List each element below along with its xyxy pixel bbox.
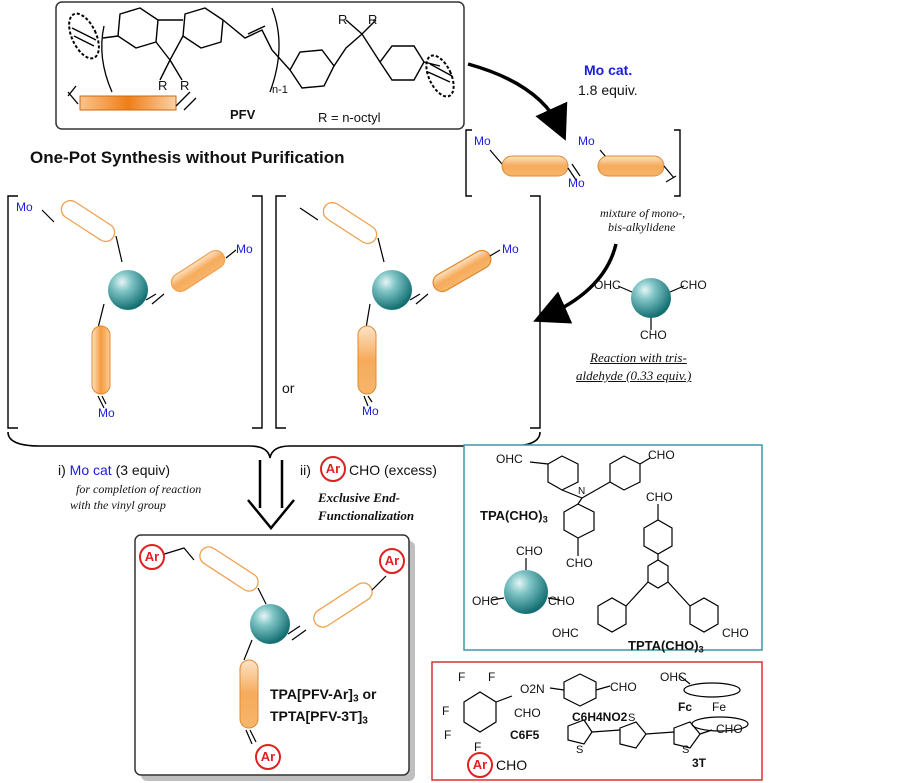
repeat-index: n-1 [272, 84, 288, 96]
mixture-mo-1: Mo [474, 134, 491, 148]
3t-s-3: S [682, 744, 690, 756]
reaction-note-line1: Reaction with tris- [590, 350, 687, 365]
ferrocene-structure [679, 675, 749, 732]
3t-s-1: S [576, 744, 584, 756]
r-label-1: R [158, 78, 168, 93]
fc-fe: Fe [712, 700, 727, 714]
tpa-ohc: OHC [496, 452, 523, 466]
trialdehyde-cho-1: CHO [680, 278, 707, 292]
product-label-1: TPA[PFV-Ar]3 or [270, 686, 377, 705]
step3-i-note2: with the vinyl group [70, 498, 166, 512]
c6f5-label: C6F5 [510, 728, 540, 742]
tpta-ohc-bottom: OHC [552, 626, 579, 640]
trialdehyde-ohc: OHC [594, 278, 621, 292]
nitro-cho: CHO [610, 680, 637, 694]
right-mo-bottom: Mo [362, 404, 379, 418]
c6f5-cho: CHO [514, 706, 541, 720]
scheme-title: One-Pot Synthesis without Purification [30, 148, 345, 167]
step3-ii-reagent: CHO (excess) [349, 462, 437, 478]
vinyl-end-marker-left [68, 12, 100, 60]
r-label-3: R [338, 12, 348, 27]
fc-ohc: OHC [660, 670, 687, 684]
intermediate-right [299, 201, 501, 407]
tpa-cho-2: CHO [566, 556, 593, 570]
reaction-note-line2: aldehyde (0.33 equiv.) [576, 368, 692, 383]
right-mo-right: Mo [502, 242, 519, 256]
step1-reagent: Mo cat. [584, 62, 633, 78]
left-mo-right: Mo [236, 242, 253, 256]
tpa-cho-1: CHO [648, 448, 675, 462]
arrow-step1 [467, 62, 568, 141]
r-definition: R = n-octyl [318, 110, 381, 125]
step3-i: i) Mo cat (3 equiv) [58, 462, 171, 478]
mixture-note-line1: mixture of mono-, [600, 206, 686, 220]
3t-label: 3T [692, 756, 707, 770]
trialdehyde-core-sphere [631, 278, 671, 318]
arrow-step2 [533, 243, 618, 324]
mixture-bar-1 [501, 155, 569, 177]
step3-i-note1: for completion of reaction [76, 482, 202, 496]
trialdehyde-cho-2: CHO [640, 328, 667, 342]
pfv-polymer-bar [79, 95, 177, 111]
c6f5-f-2: F [488, 670, 496, 684]
tpa-n-atom: N [578, 486, 586, 497]
step3-ii-note2: Functionalization [318, 508, 415, 523]
product-ar-3: Ar [255, 744, 281, 770]
ar-cho-label: CHO [496, 757, 528, 773]
product-box [134, 534, 410, 776]
step3-ar-badge: Ar [320, 456, 346, 482]
sphere-cho-right: CHO [548, 594, 575, 608]
left-mo-top: Mo [16, 200, 33, 214]
tpta-label: TPTA(CHO)3 [628, 638, 704, 655]
pentafluorobenzaldehyde-structure [463, 691, 513, 733]
product-label-2: TPTA[PFV-3T]3 [270, 708, 368, 727]
tpta-cho-bottom: CHO [722, 626, 749, 640]
left-mo-bottom: Mo [98, 406, 115, 420]
tris-aldehyde-sphere [504, 570, 548, 614]
r-label-4: R [368, 12, 378, 27]
step3-ii-note1: Exclusive End- [318, 490, 400, 505]
product-ar-2: Ar [379, 548, 405, 574]
c6f5-f-1: F [458, 670, 466, 684]
down-double-arrow [247, 460, 295, 530]
product-structure [157, 546, 387, 745]
sphere-ohc: OHC [472, 594, 499, 608]
3t-s-2: S [628, 712, 636, 724]
mixture-mo-2: Mo [568, 176, 585, 190]
intermediate-left [41, 199, 237, 409]
sphere-cho-top: CHO [516, 544, 543, 558]
mixture-bar-2 [597, 155, 665, 177]
tpa-structure [529, 455, 651, 556]
vinyl-end-marker-right [425, 54, 455, 98]
product-ar-1: Ar [139, 544, 165, 570]
c6f5-f-3: F [442, 704, 450, 718]
mixture-note-line2: bis-alkylidene [608, 220, 676, 234]
3t-cho: CHO [716, 722, 743, 736]
terthiophene-structure [567, 719, 713, 749]
tpta-structure [597, 504, 719, 633]
nitro-label: C6H4NO2 [572, 710, 628, 724]
curly-brace [7, 431, 541, 459]
c6f5-f-4: F [444, 728, 452, 742]
pfv-structure [101, 7, 441, 93]
ar-cho-badge: Ar [467, 752, 493, 778]
tpta-cho-top: CHO [646, 490, 673, 504]
aldehyde-core-box [463, 444, 763, 651]
mixture-mo-3: Mo [578, 134, 595, 148]
step3-ii-prefix: ii) [300, 462, 311, 478]
c6f5-f-5: F [474, 740, 482, 754]
nitro-o2n: O2N [520, 682, 545, 696]
pfv-label: PFV [230, 107, 256, 122]
tpa-label: TPA(CHO)3 [480, 508, 548, 525]
nitrobenzaldehyde-structure [549, 673, 611, 707]
step1-amount: 1.8 equiv. [578, 82, 638, 98]
r-label-2: R [180, 78, 190, 93]
fc-label: Fc [678, 700, 693, 714]
or-label: or [282, 380, 295, 396]
